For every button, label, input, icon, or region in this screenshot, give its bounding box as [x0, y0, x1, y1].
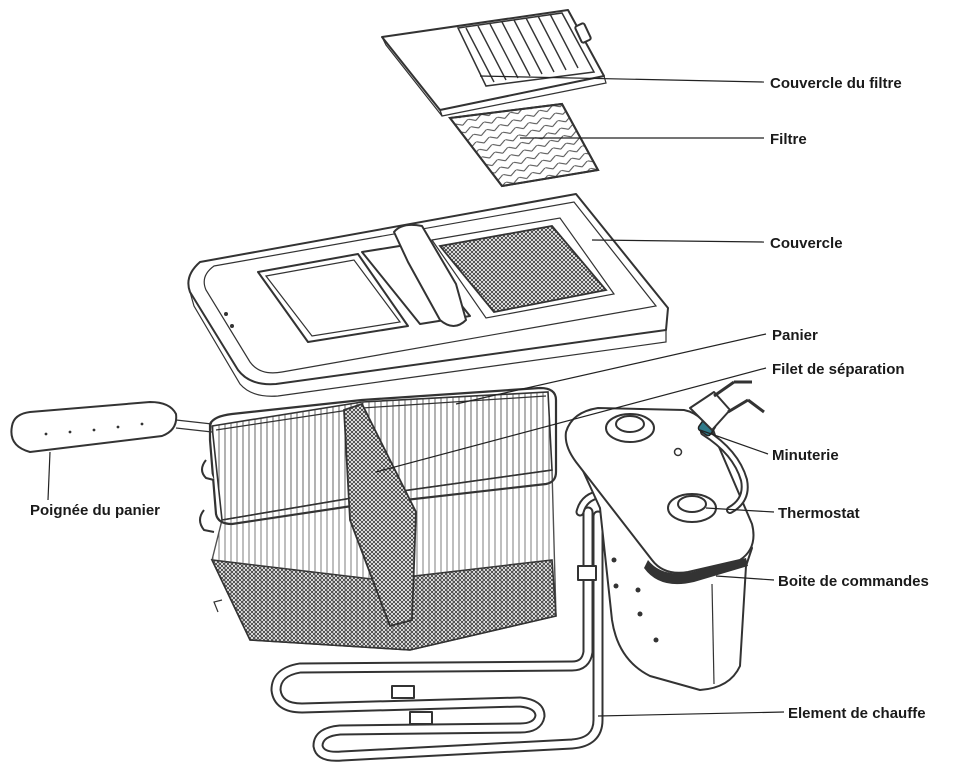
divider — [343, 402, 417, 628]
lid — [187, 193, 669, 397]
label-basket: Panier — [772, 327, 818, 344]
label-heating-element: Element de chauffe — [788, 705, 926, 722]
label-lid: Couvercle — [770, 235, 843, 252]
label-thermostat: Thermostat — [778, 505, 860, 522]
filter-cover-slots — [456, 12, 596, 87]
label-filter-cover: Couvercle du filtre — [770, 75, 902, 92]
leader-lines — [47, 75, 785, 717]
label-filter: Filtre — [770, 131, 807, 148]
filter-cover — [381, 9, 607, 117]
label-divider: Filet de séparation — [772, 361, 905, 378]
heating-element — [270, 489, 629, 762]
label-control-box: Boite de commandes — [778, 573, 929, 590]
plug-icon — [689, 380, 765, 431]
power-cord — [689, 380, 765, 514]
timer-knob — [605, 413, 655, 443]
basket — [199, 386, 558, 651]
control-box — [564, 407, 755, 691]
basket-handle — [10, 401, 213, 453]
filter — [448, 102, 600, 188]
label-timer: Minuterie — [772, 447, 839, 464]
label-basket-handle: Poignée du panier — [30, 502, 160, 519]
